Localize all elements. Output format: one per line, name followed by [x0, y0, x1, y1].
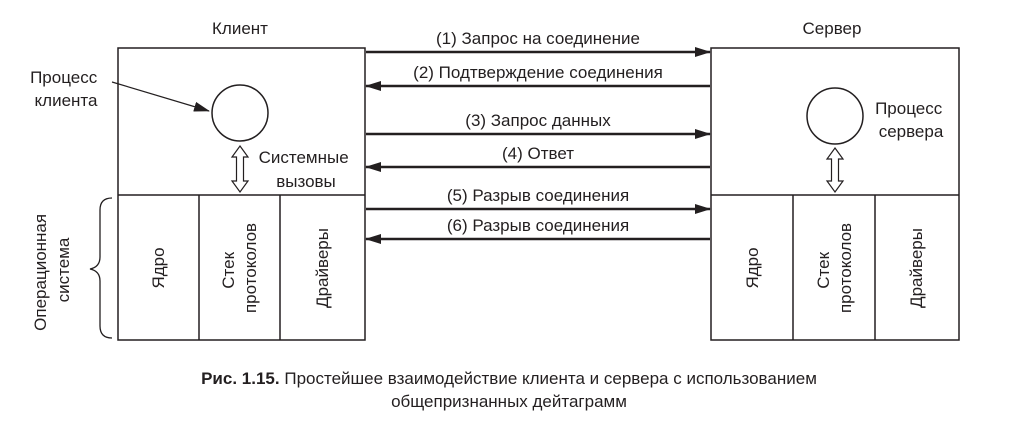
os-brace [89, 197, 113, 339]
message-1: (1) Запрос на соединение [366, 29, 711, 57]
os-label: Операционная система [31, 209, 73, 331]
message-2-label: (2) Подтверждение соединения [413, 63, 663, 82]
message-6: (6) Разрыв соединения [365, 216, 710, 244]
client-process-circle [211, 84, 269, 142]
server-process-circle [806, 87, 864, 145]
message-4: (4) Ответ [365, 144, 710, 172]
message-3-label: (3) Запрос данных [465, 111, 611, 130]
server-process-label: Процесс сервера [875, 99, 947, 141]
client-kernel-label: Ядро [149, 247, 168, 288]
message-4-label: (4) Ответ [502, 144, 574, 163]
client-drivers-label: Драйверы [313, 228, 332, 308]
client-syscall-arrow [230, 144, 250, 194]
figure-number: Рис. 1.15. [201, 369, 280, 388]
client-title: Клиент [212, 19, 268, 38]
server-title: Сервер [803, 19, 862, 38]
client-stack-label: Стек протоколов [219, 223, 260, 313]
system-calls-label: Системные вызовы [259, 148, 354, 191]
caption-line-2: общепризнанных дейтаграмм [391, 392, 627, 411]
message-5: (5) Разрыв соединения [366, 186, 711, 214]
figure-caption-continued: общепризнанных дейтаграмм [0, 391, 1018, 413]
client-box [117, 47, 366, 341]
message-1-label: (1) Запрос на соединение [436, 29, 640, 48]
server-kernel-label: Ядро [743, 247, 762, 288]
server-drivers-label: Драйверы [907, 228, 926, 308]
figure-caption: Рис. 1.15. Простейшее взаимодействие кли… [0, 368, 1018, 390]
message-2: (2) Подтверждение соединения [365, 63, 710, 91]
client-process-label: Процесс клиента [30, 68, 102, 110]
server-syscall-arrow [825, 146, 845, 194]
caption-line-1: Простейшее взаимодействие клиента и серв… [284, 369, 817, 388]
message-6-label: (6) Разрыв соединения [447, 216, 629, 235]
client-process-pointer [111, 81, 210, 112]
server-stack-label: Стек протоколов [814, 223, 855, 313]
message-3: (3) Запрос данных [366, 111, 711, 139]
server-box [710, 47, 960, 341]
message-5-label: (5) Разрыв соединения [447, 186, 629, 205]
